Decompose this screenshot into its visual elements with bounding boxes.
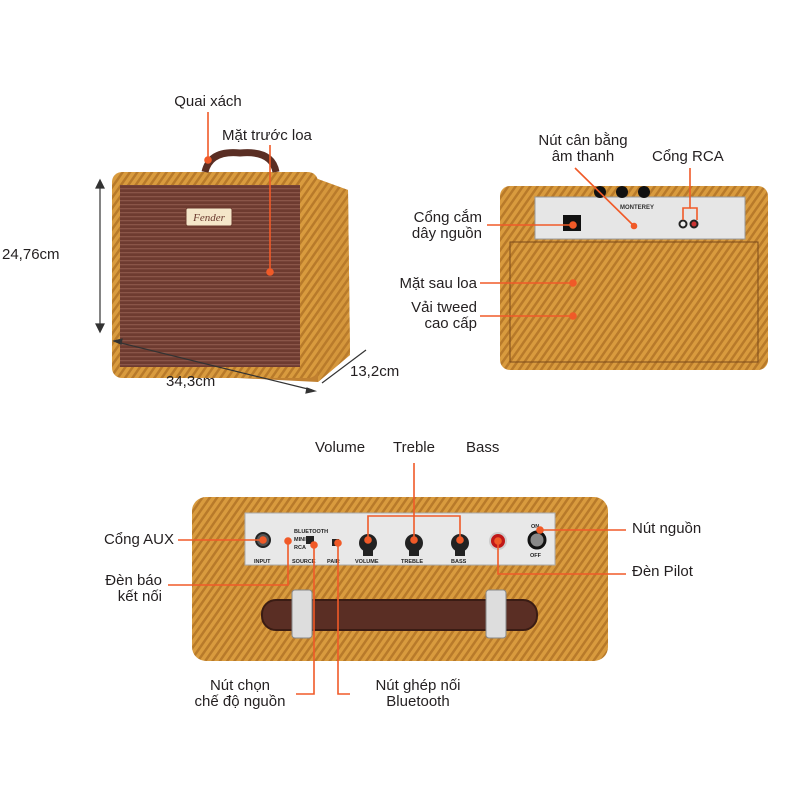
label-front-face: Mặt trước loa — [222, 127, 312, 144]
svg-text:MONTEREY: MONTEREY — [620, 205, 654, 211]
label-aux: Cổng AUX — [103, 531, 174, 548]
carry-handle — [261, 599, 538, 631]
label-power-port: Cổng cắm dây nguồn — [411, 209, 482, 242]
control-panel — [244, 512, 556, 566]
svg-text:INPUT: INPUT — [254, 559, 271, 565]
label-handle: Quai xách — [174, 93, 242, 110]
dimension-depth: 13,2cm — [350, 363, 400, 380]
label-source-button: Nút chọn chế độ nguồn — [194, 677, 286, 710]
label-pair-button: Nút ghép nối Bluetooth — [375, 677, 461, 710]
svg-text:ON: ON — [531, 524, 539, 530]
label-back-face: Mặt sau loa — [399, 275, 477, 292]
label-power-switch: Nút nguồn — [632, 520, 702, 537]
top-speaker — [192, 497, 608, 661]
panel-text: INPUT SOURCE PAIR BLUETOOTH MINI RCA VOL… — [254, 524, 542, 565]
label-rca: Cổng RCA — [652, 148, 724, 165]
svg-text:SOURCE: SOURCE — [292, 559, 316, 565]
fender-logo — [185, 207, 233, 227]
svg-text:BLUETOOTH: BLUETOOTH — [294, 529, 328, 535]
svg-text:RCA: RCA — [294, 545, 306, 551]
label-treble: Treble — [393, 439, 435, 456]
svg-text:OFF: OFF — [530, 553, 542, 559]
label-eq-knob: Nút cân bằng âm thanh — [538, 132, 628, 165]
label-pilot: Đèn Pilot — [632, 563, 693, 580]
front-leaders — [204, 112, 274, 276]
label-bass: Bass — [466, 439, 500, 456]
dimension-width: 34,3cm — [166, 373, 216, 390]
label-tweed: Vải tweed cao cấp — [411, 299, 477, 332]
svg-text:BASS: BASS — [451, 559, 467, 565]
dimension-height: 24,76cm — [2, 246, 60, 263]
back-speaker: MONTEREY — [500, 186, 768, 370]
label-indicator: Đèn báo kết nối — [105, 572, 162, 605]
svg-text:VOLUME: VOLUME — [355, 559, 379, 565]
svg-text:MINI: MINI — [294, 537, 306, 543]
back-leaders — [480, 167, 698, 320]
svg-text:Fender: Fender — [192, 212, 225, 224]
top-leaders — [168, 463, 626, 695]
dimension-lines — [95, 178, 367, 394]
svg-text:TREBLE: TREBLE — [401, 559, 423, 565]
svg-text:PAIR: PAIR — [327, 559, 340, 565]
label-volume: Volume — [315, 439, 366, 456]
front-speaker: Fender — [112, 149, 350, 382]
